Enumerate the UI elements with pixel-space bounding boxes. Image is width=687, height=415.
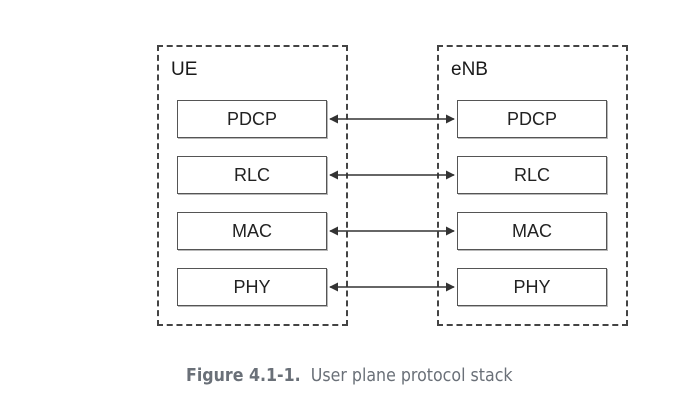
ue-group: UE bbox=[157, 45, 348, 326]
ue-pdcp-layer: PDCP bbox=[177, 100, 327, 138]
ue-label: UE bbox=[171, 59, 198, 80]
figure-number: Figure 4.1-1. bbox=[186, 365, 301, 386]
enb-phy-layer: PHY bbox=[457, 268, 607, 306]
enb-rlc-layer: RLC bbox=[457, 156, 607, 194]
figure-caption: Figure 4.1-1. User plane protocol stack bbox=[47, 365, 652, 386]
figure-title: User plane protocol stack bbox=[310, 365, 513, 386]
ue-mac-layer: MAC bbox=[177, 212, 327, 250]
enb-pdcp-layer: PDCP bbox=[457, 100, 607, 138]
enb-label: eNB bbox=[451, 59, 488, 80]
ue-phy-layer: PHY bbox=[177, 268, 327, 306]
enb-group: eNB bbox=[437, 45, 628, 326]
enb-mac-layer: MAC bbox=[457, 212, 607, 250]
ue-rlc-layer: RLC bbox=[177, 156, 327, 194]
